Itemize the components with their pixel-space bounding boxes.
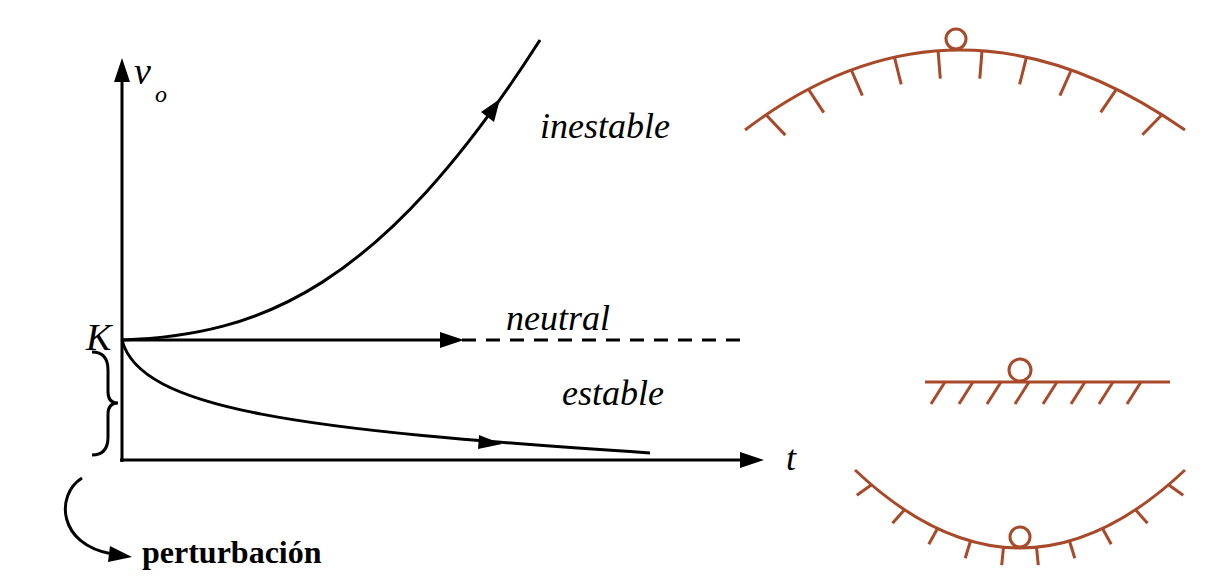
curved-arrow — [65, 478, 112, 554]
hatch-mark — [1020, 57, 1027, 84]
axis-subscript: o — [155, 82, 167, 106]
hatch-mark — [929, 529, 938, 545]
hatch-mark — [1142, 115, 1162, 135]
curve-arrowhead — [481, 99, 500, 122]
hatch-mark — [1101, 89, 1117, 112]
horizontal-axis — [120, 459, 745, 462]
hatch-mark — [1127, 382, 1141, 404]
hatch-mark — [1043, 382, 1057, 404]
hatch-mark — [980, 51, 982, 79]
axis-label: t — [786, 440, 796, 476]
hatch-mark — [893, 510, 905, 523]
axis-arrowhead — [114, 58, 130, 82]
curve-label: estable — [562, 375, 664, 411]
hatch-mark — [1136, 510, 1148, 523]
curve-arrowhead — [440, 332, 464, 348]
initial-value-label: K — [86, 318, 111, 356]
hatch-mark — [1070, 541, 1075, 558]
curved-arrowhead — [108, 546, 132, 562]
hatch-mark — [894, 57, 901, 84]
hatch-mark — [1169, 485, 1184, 495]
flat-surface — [925, 381, 1170, 384]
hatch-mark — [959, 382, 973, 404]
hatch-mark — [1071, 382, 1085, 404]
hill-surface — [745, 50, 1185, 130]
hatch-mark — [851, 70, 862, 96]
axis-arrowhead — [740, 452, 764, 468]
ball — [1010, 527, 1030, 547]
ball — [1009, 359, 1031, 381]
hatch-mark — [938, 51, 940, 79]
curve-arrowhead — [478, 435, 502, 449]
vertical-axis — [121, 78, 124, 462]
curve-label: inestable — [540, 108, 670, 144]
hatch-mark — [1060, 70, 1071, 96]
ball — [946, 29, 966, 49]
hatch-mark — [1099, 382, 1113, 404]
hatch-mark — [766, 115, 785, 135]
hatch-mark — [1103, 529, 1112, 545]
hatch-mark — [987, 382, 1001, 404]
neutral-line — [122, 339, 445, 342]
hatch-mark — [1002, 547, 1004, 565]
valley-surface — [855, 470, 1185, 548]
hatch-mark — [857, 485, 872, 495]
neutral-dashed — [462, 339, 745, 342]
axis-label: v — [134, 52, 151, 90]
curve-label: neutral — [506, 300, 610, 336]
hatch-mark — [931, 382, 945, 404]
unstable-curve — [122, 40, 540, 340]
hatch-mark — [1037, 547, 1039, 565]
note-label: perturbación — [142, 536, 322, 568]
brace — [92, 352, 118, 455]
hatch-mark — [965, 541, 970, 558]
hatch-mark — [808, 89, 823, 112]
hatch-mark — [1015, 382, 1029, 404]
